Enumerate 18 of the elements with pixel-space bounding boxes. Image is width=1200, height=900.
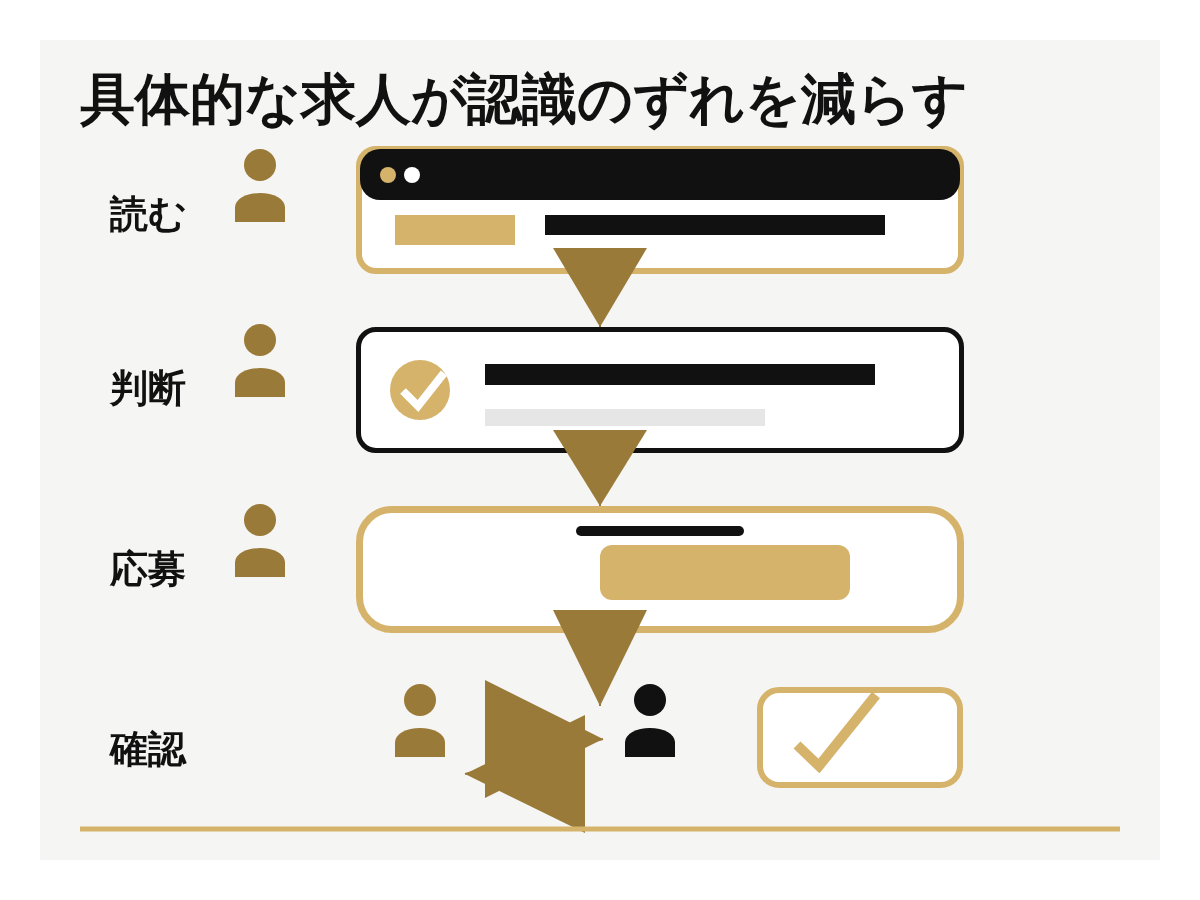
check-box-card bbox=[757, 687, 963, 788]
person-icon bbox=[235, 324, 285, 397]
step-label: 読む bbox=[110, 192, 187, 238]
form-card bbox=[356, 506, 964, 633]
person-icon bbox=[235, 504, 285, 577]
arrow bbox=[553, 430, 647, 507]
person-icon bbox=[235, 149, 285, 222]
browser-window bbox=[356, 146, 964, 274]
result-card bbox=[356, 327, 964, 453]
arrow bbox=[553, 248, 647, 328]
person-icon bbox=[395, 684, 445, 757]
step-label: 判断 bbox=[110, 366, 186, 412]
step-label: 応募 bbox=[110, 547, 186, 593]
title: 具体的な求人が認識のずれを減らす bbox=[80, 66, 968, 132]
arrow bbox=[464, 680, 604, 833]
step-label: 確認 bbox=[110, 727, 186, 773]
arrow bbox=[553, 610, 647, 707]
person-icon bbox=[625, 684, 675, 757]
